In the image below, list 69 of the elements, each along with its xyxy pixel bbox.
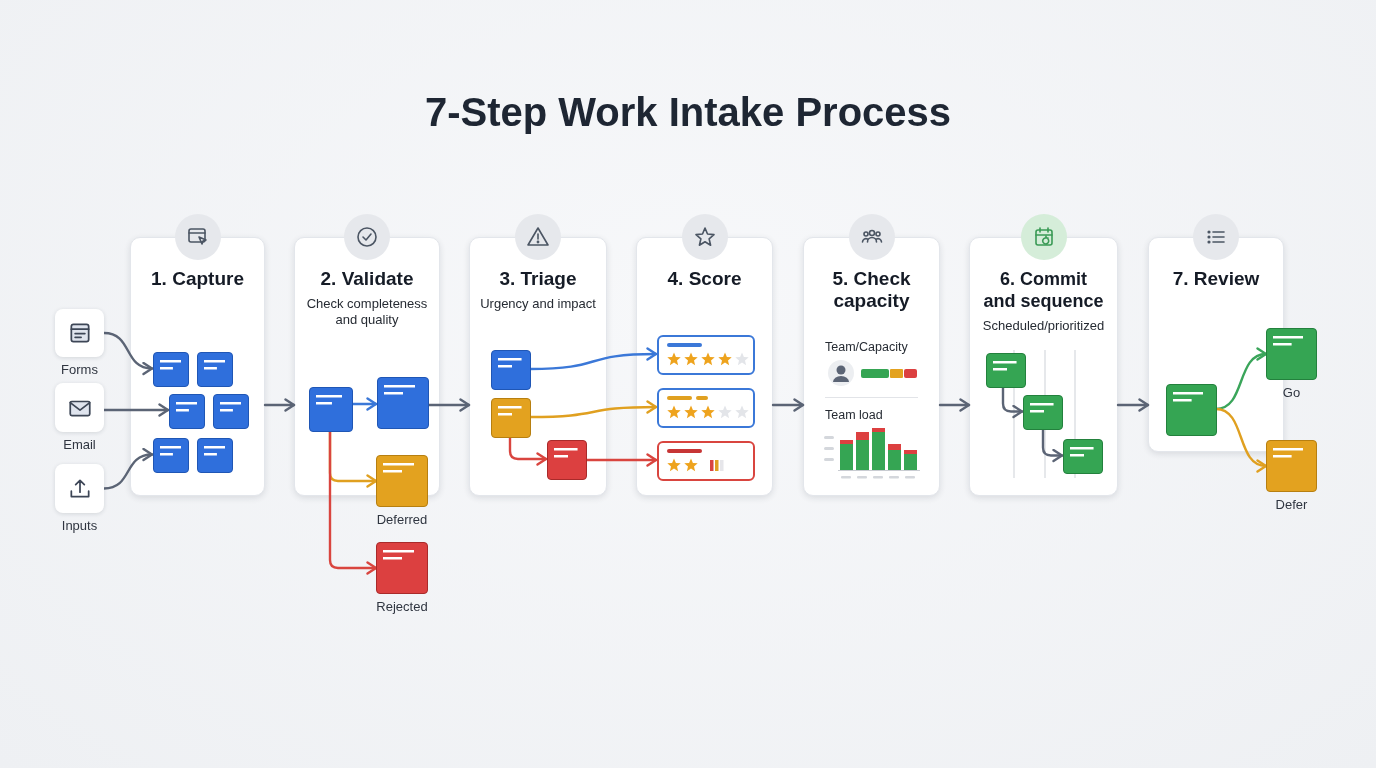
task-card bbox=[376, 542, 428, 594]
step-card bbox=[803, 237, 940, 496]
task-card bbox=[986, 353, 1026, 388]
task-card bbox=[1266, 328, 1317, 380]
step-card bbox=[969, 237, 1118, 496]
step-title: 3. Triage bbox=[498, 268, 578, 290]
arrow bbox=[426, 398, 471, 412]
item-label: Go bbox=[1281, 385, 1302, 400]
source-tile bbox=[55, 309, 104, 357]
task-card bbox=[491, 398, 531, 438]
step-subtitle: Scheduled/prioritized bbox=[982, 318, 1105, 334]
task-card bbox=[1063, 439, 1103, 474]
step-title: 4. Score bbox=[666, 268, 743, 290]
step-card bbox=[294, 237, 440, 496]
arrow bbox=[263, 398, 296, 412]
task-card bbox=[491, 350, 531, 390]
step-card bbox=[130, 237, 265, 496]
item-label: Deferred bbox=[375, 512, 429, 527]
task-card bbox=[213, 394, 249, 429]
arrow bbox=[771, 398, 805, 412]
task-card bbox=[1266, 440, 1317, 492]
source-tile bbox=[55, 464, 104, 513]
step-card bbox=[1148, 237, 1284, 452]
arrow bbox=[584, 453, 658, 467]
step-title: 6. Commit and sequence bbox=[982, 268, 1105, 312]
step-subtitle: Urgency and impact bbox=[479, 296, 597, 312]
step-title: 1. Capture bbox=[150, 268, 245, 290]
task-card bbox=[309, 387, 353, 432]
task-card bbox=[376, 455, 428, 507]
arrow bbox=[1214, 407, 1268, 472]
score-card bbox=[657, 441, 755, 481]
item-label: Defer bbox=[1274, 497, 1309, 512]
task-card bbox=[1166, 384, 1217, 436]
card-label: Team load bbox=[825, 408, 883, 422]
diagram-title: 7-Step Work Intake Process bbox=[423, 90, 953, 135]
task-card bbox=[547, 440, 587, 480]
source-label: Inputs bbox=[60, 518, 99, 533]
item-label: Rejected bbox=[375, 599, 429, 614]
source-tile bbox=[55, 383, 104, 432]
step-title: 7. Review bbox=[1171, 268, 1261, 290]
arrow bbox=[508, 435, 548, 466]
task-card bbox=[153, 352, 189, 387]
arrow bbox=[1001, 385, 1024, 419]
arrow bbox=[328, 429, 378, 575]
arrow bbox=[1116, 398, 1150, 412]
arrow bbox=[938, 398, 971, 412]
task-card bbox=[377, 377, 429, 429]
card-label: Team/Capacity bbox=[825, 340, 908, 354]
arrow bbox=[102, 403, 170, 417]
arrow bbox=[102, 448, 154, 490]
step-subtitle: Check completeness and quality bbox=[305, 296, 429, 328]
step-title: 2. Validate bbox=[319, 268, 415, 290]
arrow bbox=[528, 400, 658, 419]
task-card bbox=[197, 352, 233, 387]
arrow bbox=[1041, 427, 1064, 463]
step-card bbox=[469, 237, 607, 496]
step-title: 5. Check capacity bbox=[831, 268, 912, 312]
score-card bbox=[657, 335, 755, 375]
arrow bbox=[350, 397, 378, 411]
step-card bbox=[636, 237, 773, 496]
arrow bbox=[102, 331, 154, 375]
arrow bbox=[528, 347, 658, 371]
task-card bbox=[197, 438, 233, 473]
task-card bbox=[169, 394, 205, 429]
task-card bbox=[1023, 395, 1063, 430]
score-card bbox=[657, 388, 755, 428]
source-label: Email bbox=[62, 437, 97, 452]
task-card bbox=[153, 438, 189, 473]
source-label: Forms bbox=[60, 362, 99, 377]
